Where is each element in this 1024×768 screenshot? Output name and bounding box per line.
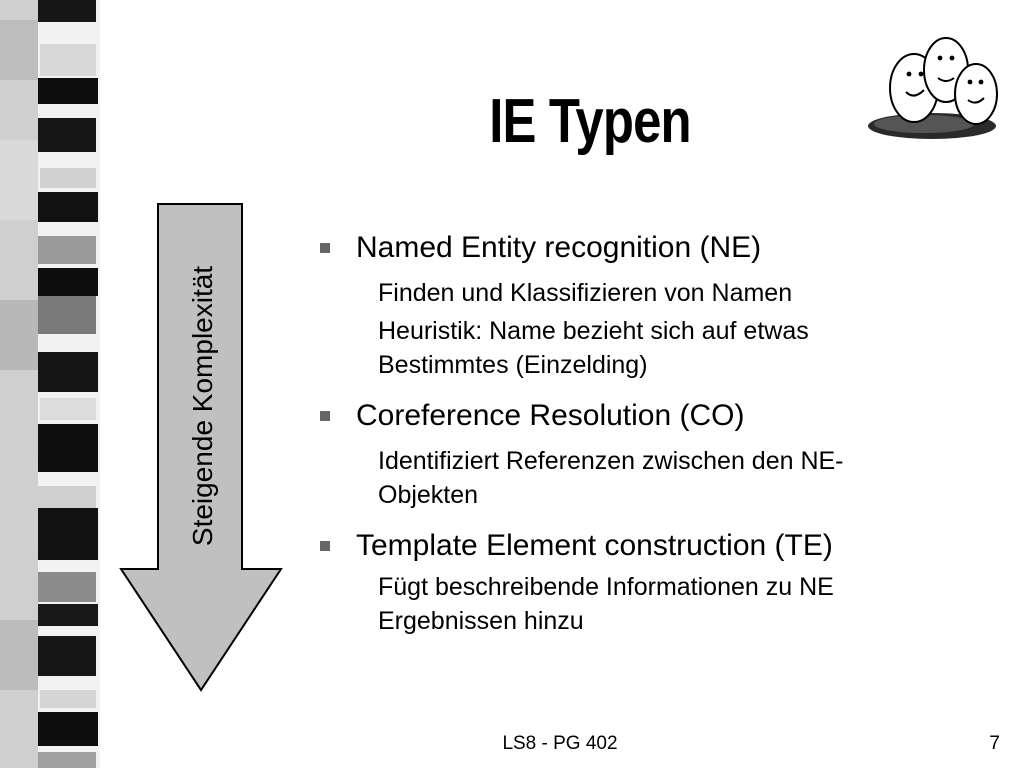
- bullet-text: Named Entity recognition (NE): [356, 231, 762, 264]
- square-bullet-icon: [320, 243, 330, 253]
- page-number: 7: [989, 733, 1000, 754]
- sub-item: Finden und Klassifizieren von Namen: [378, 279, 793, 307]
- eggs-cartoon-icon: [868, 37, 998, 139]
- square-bullet-icon: [320, 411, 330, 421]
- bullet-text: Coreference Resolution (CO): [356, 399, 745, 432]
- bullet-item: Template Element construction (TE): [316, 526, 976, 566]
- complexity-arrow-icon: [119, 203, 283, 692]
- sub-item: Fügt beschreibende Informationen zu NE E…: [378, 573, 834, 635]
- bullet-item: Coreference Resolution (CO): [316, 396, 976, 436]
- decorative-side-strip: [0, 0, 118, 768]
- sub-item: Heuristik: Name bezieht sich auf etwas B…: [378, 317, 809, 379]
- bullet-item: Named Entity recognition (NE): [316, 228, 976, 268]
- slide-title: IE Typen: [489, 87, 691, 156]
- bullet-list: Named Entity recognition (NE) Finden und…: [316, 228, 976, 642]
- bullet-text: Template Element construction (TE): [356, 529, 833, 562]
- square-bullet-icon: [320, 541, 330, 551]
- footer-label: LS8 - PG 402: [502, 733, 618, 754]
- sub-item: Identifiziert Referenzen zwischen den NE…: [378, 447, 844, 509]
- arrow-label-text: Steigende Komplexität: [187, 265, 218, 547]
